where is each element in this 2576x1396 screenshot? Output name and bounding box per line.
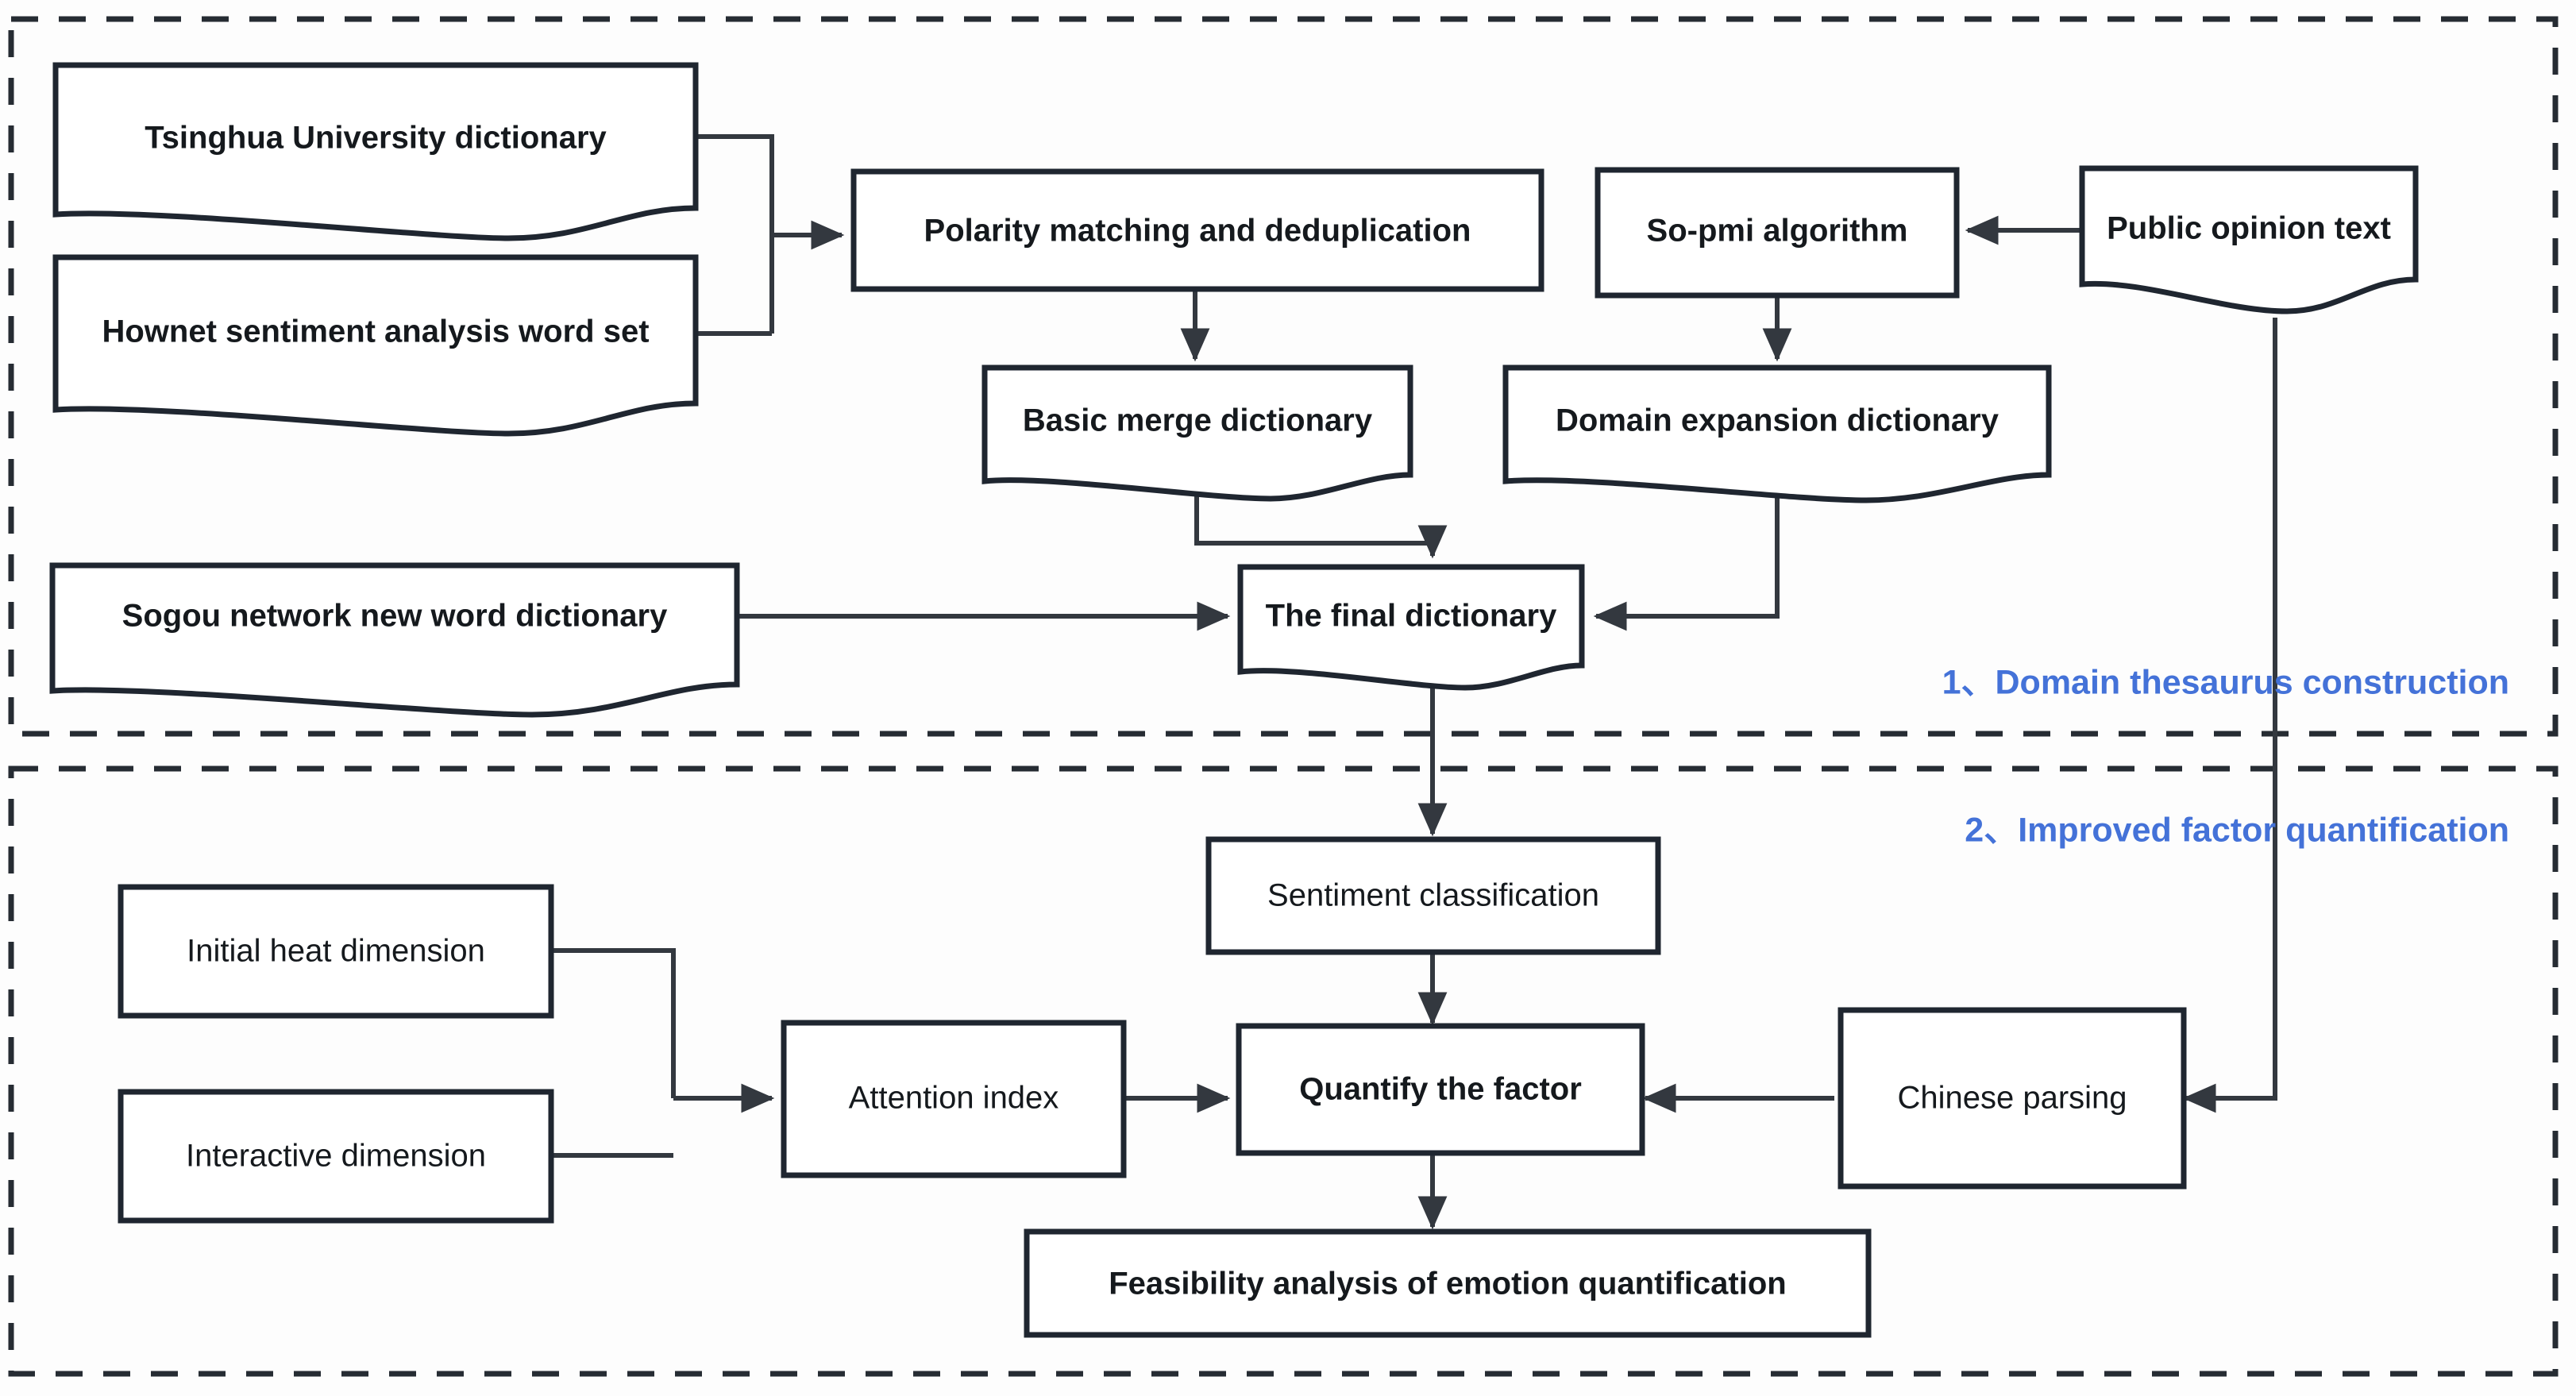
node-basic-merge-dictionary[interactable]: Basic merge dictionary	[981, 364, 1413, 502]
process-box	[1838, 1007, 2187, 1190]
node-label: Polarity matching and deduplication	[924, 214, 1471, 249]
node-interactive-dimension[interactable]: Interactive dimension	[118, 1089, 554, 1224]
node-label: So-pmi algorithm	[1647, 214, 1908, 249]
node-label: Attention index	[849, 1081, 1059, 1116]
node-final-dictionary[interactable]: The final dictionary	[1237, 564, 1585, 691]
process-box	[118, 884, 554, 1019]
node-tsinghua-dictionary[interactable]: Tsinghua University dictionary	[52, 62, 699, 241]
node-label: Quantify the factor	[1299, 1072, 1582, 1107]
node-initial-heat-dimension[interactable]: Initial heat dimension	[118, 884, 554, 1019]
process-box	[1595, 167, 1960, 299]
node-sogou-dictionary[interactable]: Sogou network new word dictionary	[49, 562, 740, 718]
document-shape	[981, 364, 1413, 502]
edge-basicmerge-to-final	[1194, 482, 1448, 559]
node-sentiment-classification[interactable]: Sentiment classification	[1205, 836, 1661, 955]
node-label: Tsinghua University dictionary	[145, 121, 607, 156]
node-public-opinion-text[interactable]: Public opinion text	[2079, 165, 2419, 314]
process-box	[781, 1020, 1127, 1178]
process-box	[850, 168, 1544, 292]
document-shape	[2079, 165, 2419, 314]
process-box	[1236, 1023, 1645, 1156]
edge-tsinghua-merge	[696, 134, 774, 334]
node-label: Domain expansion dictionary	[1556, 403, 1999, 438]
section-1-label: 1、Domain thesaurus construction	[1942, 663, 2509, 701]
node-label: Initial heat dimension	[187, 934, 485, 969]
document-shape	[52, 254, 699, 437]
document-shape	[52, 62, 699, 241]
section-2-label: 2、Improved factor quantification	[1965, 811, 2509, 849]
node-label: Sogou network new word dictionary	[122, 599, 668, 634]
node-chinese-parsing[interactable]: Chinese parsing	[1838, 1007, 2187, 1190]
section-1-region	[8, 16, 2559, 737]
node-feasibility-analysis[interactable]: Feasibility analysis of emotion quantifi…	[1024, 1228, 1872, 1338]
node-label: The final dictionary	[1266, 599, 1557, 634]
node-so-pmi[interactable]: So-pmi algorithm	[1595, 167, 1960, 299]
node-quantify-the-factor[interactable]: Quantify the factor	[1236, 1023, 1645, 1156]
node-label: Interactive dimension	[186, 1139, 486, 1174]
node-label: Chinese parsing	[1897, 1081, 2127, 1116]
edge-publicopinion-to-chineseparsing	[2182, 318, 2277, 1113]
document-shape	[1502, 364, 2052, 503]
node-attention-index[interactable]: Attention index	[781, 1020, 1127, 1178]
document-shape	[1237, 564, 1585, 691]
node-hownet-word-set[interactable]: Hownet sentiment analysis word set	[52, 254, 699, 437]
process-box	[1024, 1228, 1872, 1338]
document-shape	[49, 562, 740, 718]
node-polarity-matching[interactable]: Polarity matching and deduplication	[850, 168, 1544, 292]
edge-initialheat-merge	[550, 948, 676, 1098]
node-label: Basic merge dictionary	[1023, 403, 1373, 438]
node-label: Hownet sentiment analysis word set	[102, 314, 649, 349]
edge-domainexp-to-final	[1593, 482, 1780, 631]
node-label: Feasibility analysis of emotion quantifi…	[1109, 1267, 1786, 1302]
node-label: Public opinion text	[2107, 211, 2391, 246]
node-domain-expansion-dictionary[interactable]: Domain expansion dictionary	[1502, 364, 2052, 503]
process-box	[1205, 836, 1661, 955]
process-box	[118, 1089, 554, 1224]
node-label: Sentiment classification	[1267, 878, 1599, 913]
